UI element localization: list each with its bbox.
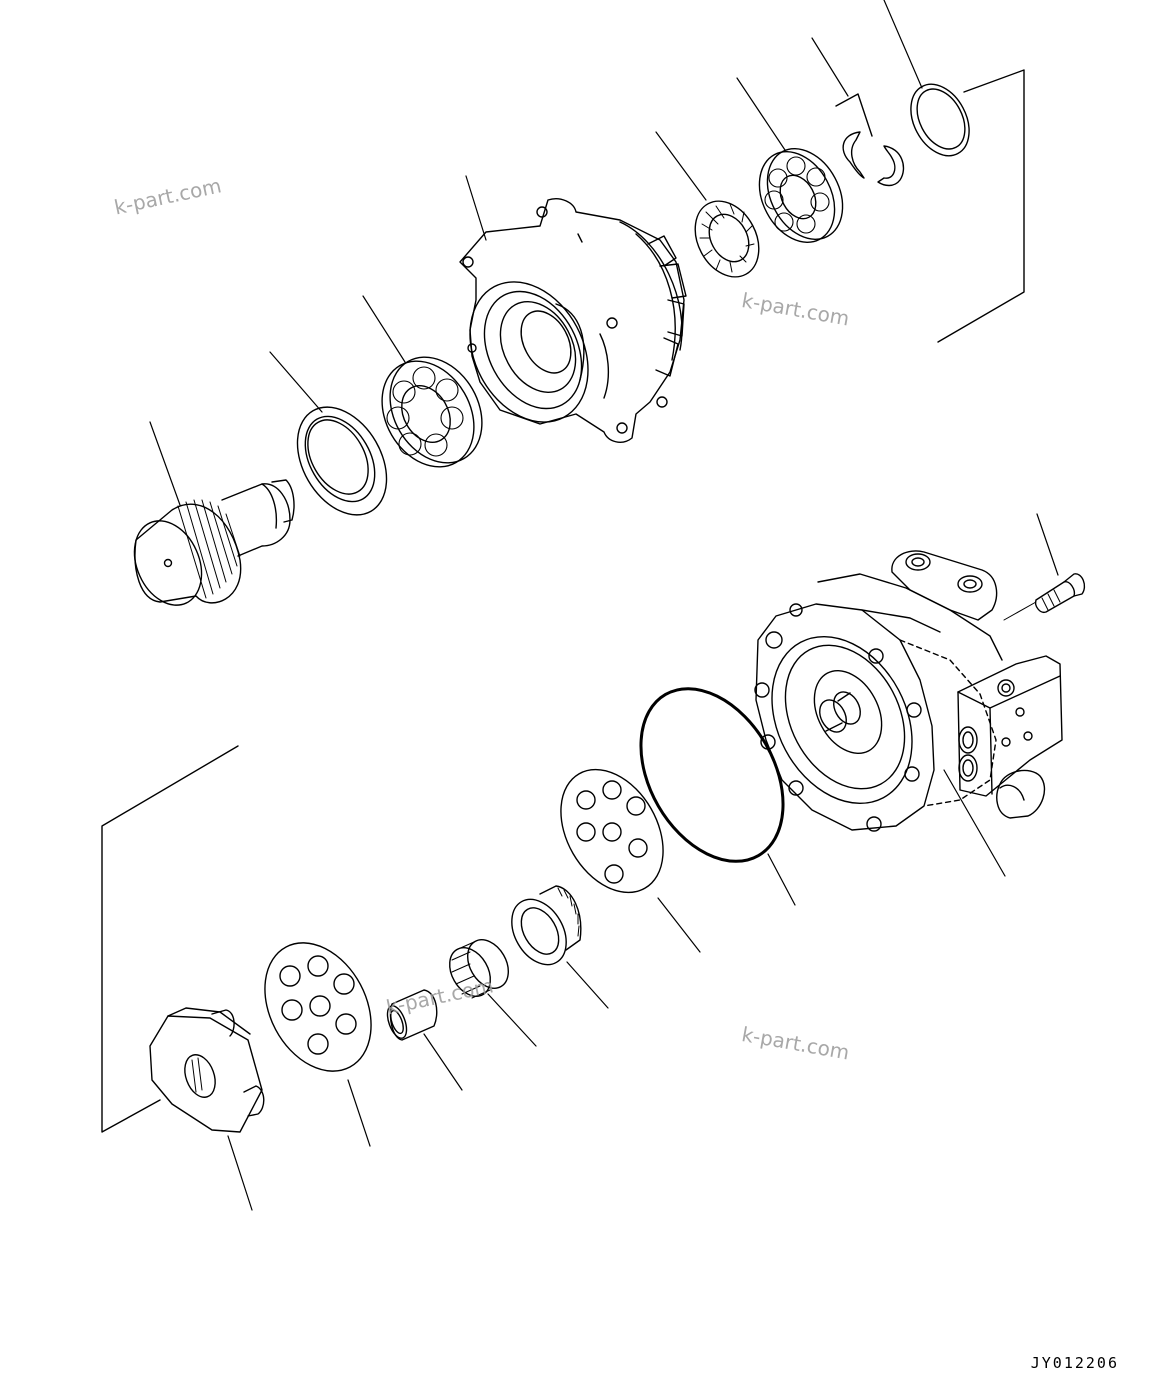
- drawing-number: JY012206: [1030, 1354, 1119, 1372]
- leader-bolt: [1037, 514, 1058, 575]
- assembly-bracket-lower: [102, 746, 238, 1132]
- oil-seal: [279, 391, 405, 530]
- leader-motor-body: [944, 770, 1005, 876]
- bushing: [384, 990, 437, 1041]
- spline-coupling: [441, 932, 516, 1003]
- o-ring: [612, 663, 812, 886]
- leader-valve-plate-small: [348, 1080, 370, 1146]
- leader-ball-bearing-rear: [737, 78, 785, 150]
- leader-valve-plate-large: [658, 898, 700, 952]
- motor-body: [744, 551, 1062, 831]
- leader-bushing: [424, 1034, 462, 1090]
- leader-oil-seal: [270, 352, 322, 412]
- leader-motor-case: [466, 176, 486, 240]
- leader-drive-shaft: [150, 422, 180, 505]
- leader-spacer: [656, 132, 706, 200]
- leader-o-ring: [768, 854, 795, 905]
- assembly-bracket-upper: [938, 70, 1024, 342]
- leader-lines: [150, 0, 1058, 1210]
- valve-plate-small: [244, 924, 393, 1089]
- motor-case: [447, 199, 686, 443]
- snap-ring-pair: [836, 94, 903, 186]
- ball-bearing-rear: [744, 136, 857, 256]
- needle-bearing: [501, 886, 581, 974]
- spacer: [683, 190, 772, 288]
- ball-bearing-front: [364, 341, 501, 484]
- leader-cam-plate: [228, 1136, 252, 1210]
- drive-shaft: [122, 480, 294, 616]
- leader-needle-bearing: [567, 962, 608, 1008]
- valve-plate-large: [540, 751, 684, 910]
- leader-ring: [884, 0, 922, 88]
- bolt: [1004, 574, 1084, 620]
- leader-spline-coupling: [488, 994, 536, 1046]
- leader-snap-ring: [812, 38, 848, 96]
- cam-plate: [150, 1008, 264, 1132]
- ring: [899, 74, 981, 166]
- leader-ball-bearing-front: [363, 296, 405, 362]
